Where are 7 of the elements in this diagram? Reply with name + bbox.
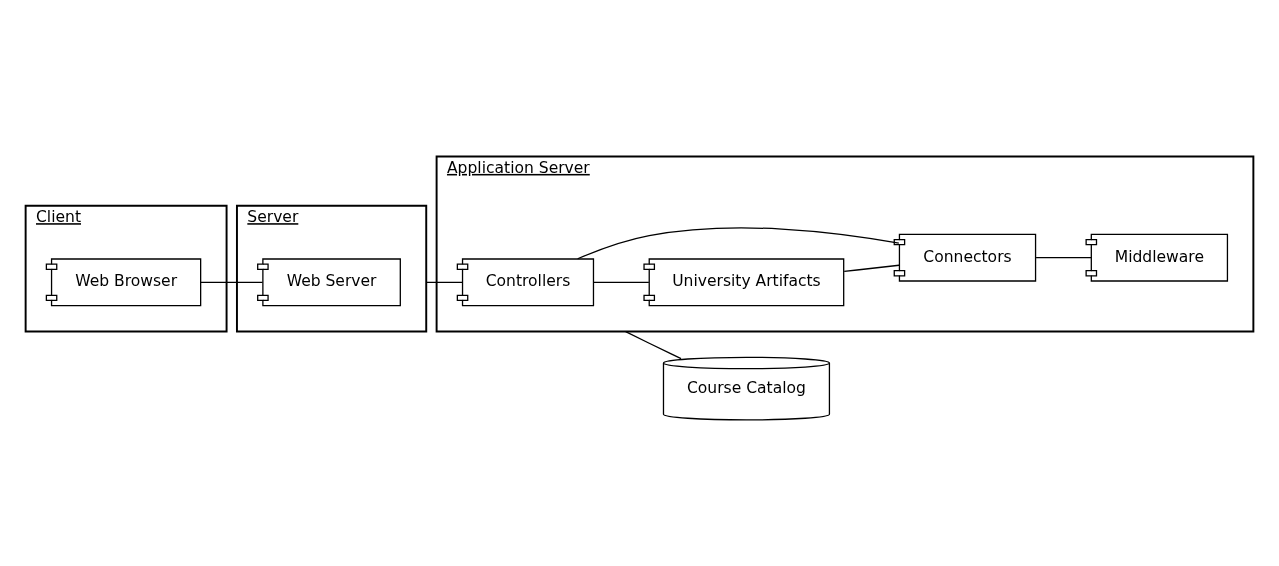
connector [625,330,682,360]
connector [843,264,900,273]
connector [592,281,650,283]
connector [425,281,463,283]
connector [1035,257,1092,259]
connector [577,227,900,260]
connector [200,281,264,283]
